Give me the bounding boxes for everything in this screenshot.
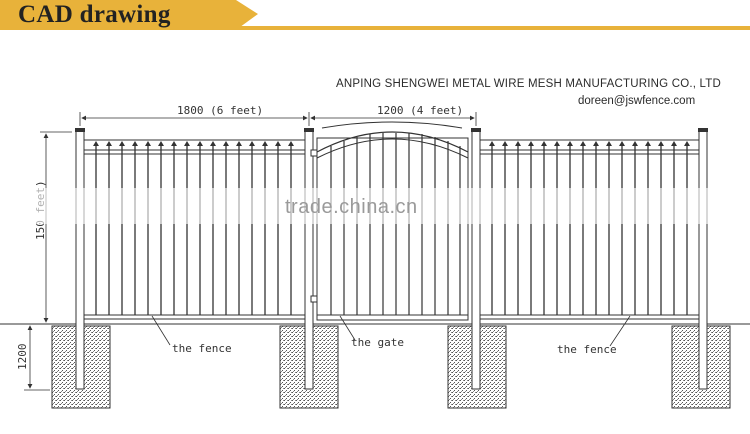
watermark-band bbox=[0, 188, 750, 224]
company-email: doreen@jswfence.com bbox=[578, 95, 696, 107]
page-title: CAD drawing bbox=[18, 1, 171, 28]
watermark: trade.china.cn bbox=[285, 196, 418, 218]
post-caps bbox=[75, 128, 708, 132]
gate-width-label: 1200 (4 feet) bbox=[377, 104, 463, 117]
fence-width-label: 1800 (6 feet) bbox=[177, 104, 263, 117]
post-3 bbox=[471, 130, 481, 390]
post-4 bbox=[698, 130, 708, 390]
company-name: ANPING SHENGWEI METAL WIRE MESH MANUFACT… bbox=[336, 78, 721, 90]
title-tab-shape bbox=[0, 0, 258, 30]
dimension-lines bbox=[24, 112, 477, 391]
fence-panel-right bbox=[480, 139, 699, 320]
post-1 bbox=[75, 130, 85, 390]
fence-left-label: the fence bbox=[172, 342, 232, 355]
fence-panel-left bbox=[84, 139, 305, 320]
title-underline bbox=[0, 26, 750, 30]
gate bbox=[310, 121, 469, 321]
fence-right-label: the fence bbox=[557, 343, 617, 356]
post-2 bbox=[304, 130, 314, 390]
leader-lines bbox=[151, 315, 631, 347]
post-depth-label: 1200 bbox=[16, 344, 29, 371]
gate-label: the gate bbox=[351, 336, 404, 349]
